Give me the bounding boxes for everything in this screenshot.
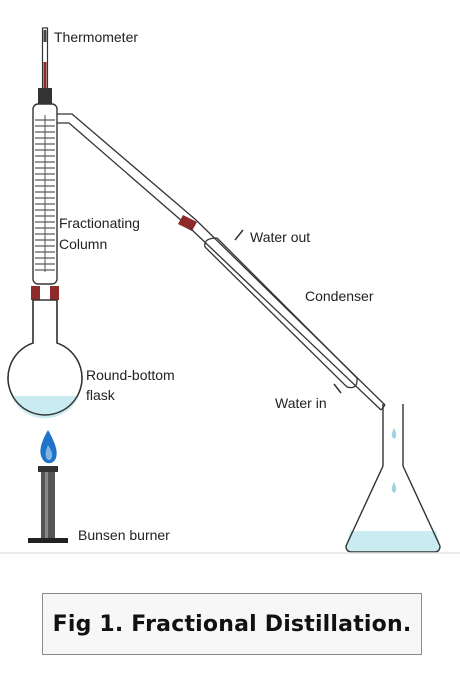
- drop-1: [391, 428, 397, 439]
- label-condenser: Condenser: [305, 288, 374, 304]
- fractionating-column: [32, 103, 58, 285]
- label-flask: flask: [86, 387, 115, 403]
- label-water-out: Water out: [250, 229, 311, 245]
- label-thermometer: Thermometer: [54, 29, 139, 45]
- label-bunsen-burner: Bunsen burner: [78, 527, 170, 543]
- erlenmeyer-flask: [345, 404, 441, 553]
- water-in-nozzle: [333, 383, 342, 394]
- thermometer: [38, 27, 52, 115]
- collected-liquid: [346, 531, 440, 552]
- fractional-distillation-diagram: [0, 27, 460, 554]
- flask-liquid: [11, 396, 79, 419]
- label-water-in: Water in: [275, 395, 327, 411]
- drop-2: [391, 482, 397, 493]
- condenser: [189, 219, 386, 411]
- round-bottom-flask: [7, 286, 83, 419]
- flame: [40, 430, 57, 464]
- label-column: Column: [59, 236, 108, 252]
- figure-caption-box: Fig 1. Fractional Distillation.: [42, 593, 422, 655]
- bunsen-burner: [28, 466, 68, 543]
- figure-caption: Fig 1. Fractional Distillation.: [52, 611, 412, 637]
- water-out-nozzle: [234, 229, 244, 241]
- label-round-bottom: Round-bottom: [86, 367, 175, 383]
- label-fractionating: Fractionating: [59, 215, 140, 231]
- tube-joint-stopper: [178, 215, 197, 231]
- delivery-tube: [57, 113, 197, 229]
